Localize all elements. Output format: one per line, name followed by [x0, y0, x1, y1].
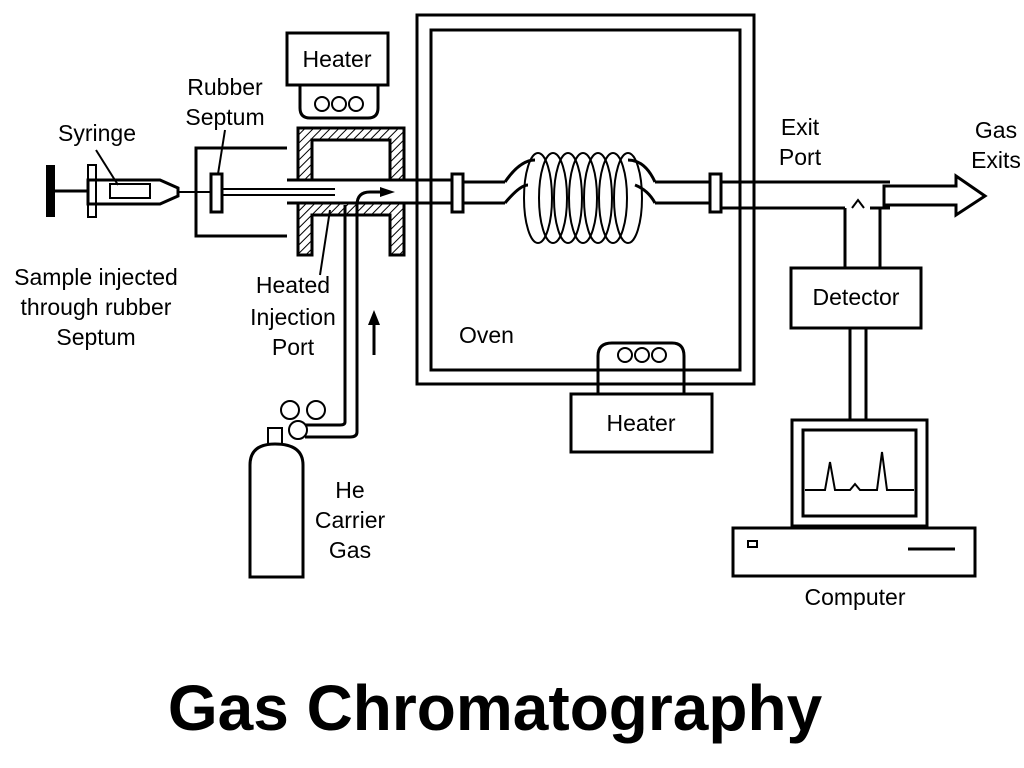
septum-pointer: [217, 129, 226, 175]
syringe-plunger-end: [46, 165, 55, 217]
heater-bottom-label: Heater: [606, 410, 675, 436]
detector: Detector: [789, 266, 923, 420]
rubber-septum-label-1: Rubber: [187, 74, 263, 100]
oven-label: Oven: [459, 322, 514, 348]
gas-exits-line-2: Exits: [971, 147, 1021, 173]
sample-note-line-3: Septum: [56, 324, 135, 350]
syringe-label: Syringe: [58, 120, 136, 146]
detector-label: Detector: [813, 284, 900, 310]
rubber-septum-label-2: Septum: [185, 104, 264, 130]
heater-bottom: Heater: [569, 341, 714, 454]
heated-port-line-2: Injection: [250, 304, 336, 330]
syringe-pointer: [95, 149, 119, 186]
sample-note-line-2: through rubber: [21, 294, 172, 320]
oven: Oven: [415, 13, 756, 386]
gas-cylinder: [248, 400, 326, 579]
gas-exit-arrow-icon: [882, 173, 988, 218]
regulator-icon: [280, 400, 326, 440]
page-title: Gas Chromatography: [168, 672, 823, 744]
flow-arrow-icon: [380, 187, 395, 197]
heater-top-coil-icon: [314, 96, 364, 112]
heater-top: Heater: [285, 31, 390, 120]
inlet-channel: [222, 178, 452, 205]
chromatogram-icon: [805, 451, 914, 491]
exit-tubing: [721, 180, 890, 268]
column-coil: [503, 152, 723, 244]
computer: Computer: [731, 418, 977, 610]
heater-bottom-coil-icon: [617, 347, 667, 363]
carrier-gas-line-2: Carrier: [315, 507, 386, 533]
heated-port-line-3: Port: [272, 334, 315, 360]
rubber-septum: [209, 172, 224, 214]
sample-note-line-1: Sample injected: [14, 264, 178, 290]
carrier-gas-line-1: He: [335, 477, 364, 503]
heated-port-line-1: Heated: [256, 272, 330, 298]
column-inlet-fitting: [450, 172, 505, 214]
exit-port-line-1: Exit: [781, 114, 820, 140]
detector-flame-icon: [851, 198, 865, 209]
gas-exits-line-1: Gas: [975, 117, 1017, 143]
heater-top-label: Heater: [302, 46, 371, 72]
syringe: [46, 149, 211, 218]
computer-label: Computer: [805, 584, 906, 610]
carrier-gas-line-3: Gas: [329, 537, 371, 563]
carrier-gas-line: [305, 187, 395, 439]
up-arrow-icon: [368, 310, 380, 325]
exit-port-line-2: Port: [779, 144, 822, 170]
port-pointer: [319, 209, 331, 276]
